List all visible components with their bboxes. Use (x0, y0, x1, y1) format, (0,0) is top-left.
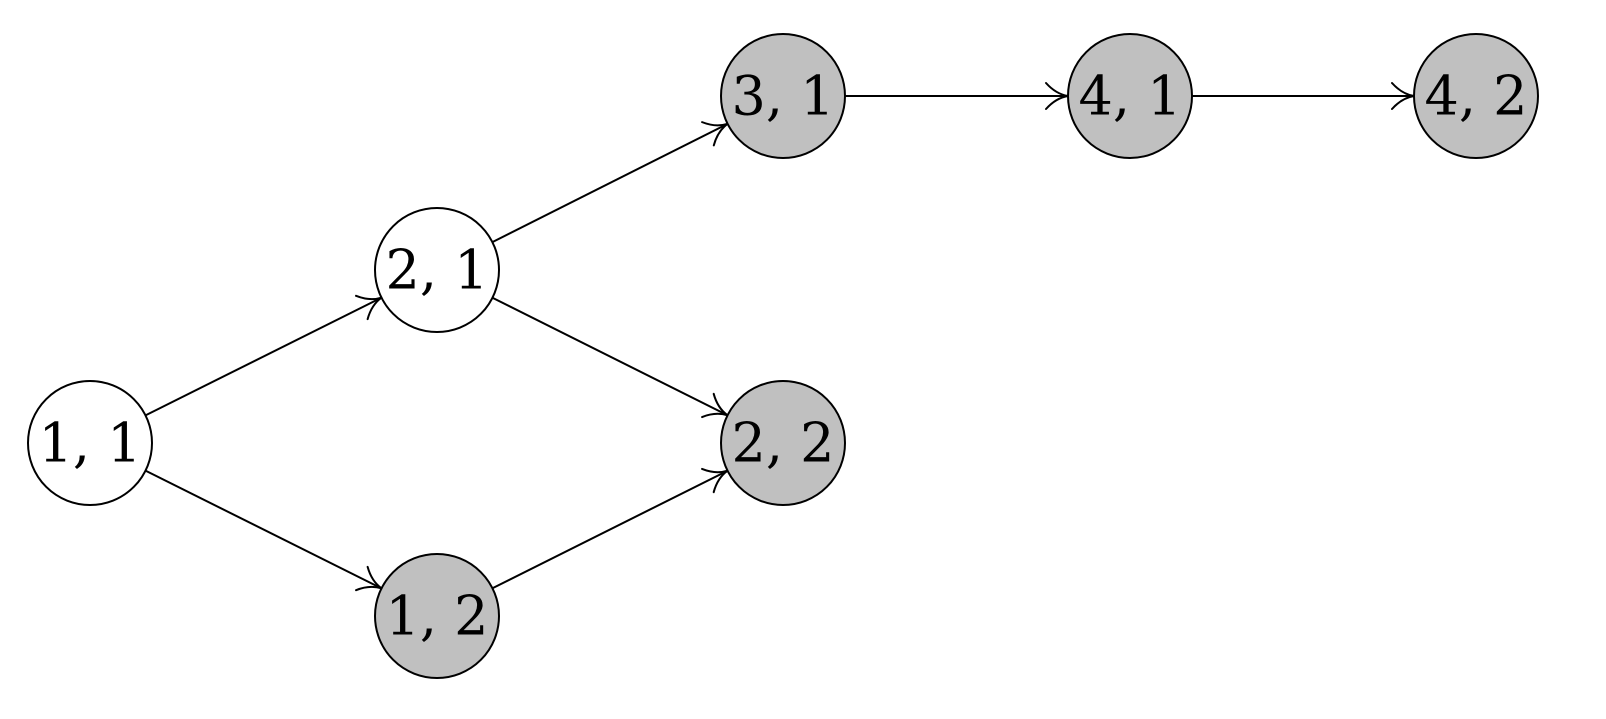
edge-line (145, 296, 382, 417)
edge-line (492, 469, 728, 590)
node-label: 1, 2 (385, 585, 488, 648)
node-circle (374, 553, 500, 679)
node-circle (1413, 33, 1539, 159)
node-label: 2, 1 (385, 239, 488, 302)
node-circle (720, 380, 846, 506)
edge-line (491, 122, 729, 244)
nodes-layer: 1, 1 2, 1 1, 2 3, 1 2, 2 4, 1 4, 2 (27, 33, 1539, 679)
edge-n11-n21 (145, 294, 383, 417)
node-circle (1067, 33, 1193, 159)
node-label: 2, 2 (731, 412, 834, 475)
node-n42: 4, 2 (1413, 33, 1539, 159)
node-label: 4, 2 (1424, 65, 1527, 128)
node-label: 4, 1 (1078, 65, 1181, 128)
node-circle (374, 207, 500, 333)
edge-n21-n22 (492, 296, 729, 419)
node-n21: 2, 1 (374, 207, 500, 333)
node-circle (720, 33, 846, 159)
node-n31: 3, 1 (720, 33, 846, 159)
node-n12: 1, 2 (374, 553, 500, 679)
edge-line (145, 469, 382, 590)
edge-n41-n42 (1192, 82, 1415, 110)
node-label: 3, 1 (731, 65, 834, 128)
edge-n12-n22 (492, 467, 729, 590)
edge-n21-n31 (491, 121, 729, 244)
node-n41: 4, 1 (1067, 33, 1193, 159)
node-label: 1, 1 (38, 412, 141, 475)
node-n11: 1, 1 (27, 380, 153, 506)
node-n22: 2, 2 (720, 380, 846, 506)
edges-layer (145, 82, 1415, 592)
node-circle (27, 380, 153, 506)
edge-line (492, 296, 728, 417)
edge-n31-n41 (845, 82, 1069, 110)
edge-n11-n12 (145, 469, 383, 592)
